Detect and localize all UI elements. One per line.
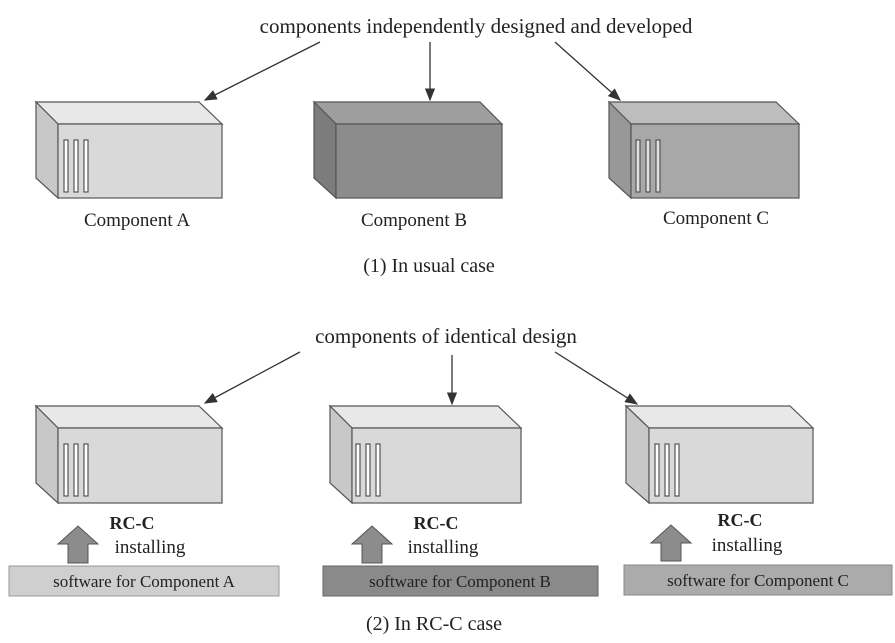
arrow-to-component-c [554,41,621,101]
section2-arrows [203,351,639,406]
software-bar-1: software for Component A [8,565,280,597]
software-label-2: software for Component B [369,572,551,591]
software-bar-3: software for Component C [623,564,893,596]
slot-3 [655,139,661,193]
slot-3 [83,139,89,193]
software-label-3: software for Component C [667,571,849,590]
component-c-label: Component C [663,208,769,229]
rc-label-2: RC-C [414,513,459,533]
arrow-to-component-a [203,41,321,101]
component-b-label: Component B [361,210,467,231]
component-c-box [607,100,801,200]
slot-3 [674,443,680,497]
install-arrows [56,524,693,564]
install-arrow-3 [649,524,693,562]
rc-component-3-box [624,404,815,505]
install-arrow-1 [56,525,100,564]
box-side [57,427,223,504]
section2-caption: (2) In RC-C case [366,613,502,635]
install-arrow-2 [350,525,394,564]
install-label-3: installing [712,535,783,556]
component-b-box [312,100,504,200]
slot-1 [63,443,69,497]
rc-component-2-box [328,404,523,505]
slot-1 [355,443,361,497]
section2-annotation: components of identical design [315,324,577,348]
install-label-2: installing [408,537,479,558]
section1-arrows [203,41,621,102]
box-side [57,123,223,199]
section1-annotation: components independently designed and de… [260,14,693,38]
box-top [312,101,504,125]
rc-label-3: RC-C [718,510,763,530]
box-top [34,101,224,125]
slot-1 [63,139,69,193]
slot-2 [73,443,79,497]
box-side [335,123,503,199]
slot-2 [365,443,371,497]
slot-2 [73,139,79,193]
slot-2 [645,139,651,193]
box-side [648,427,814,504]
section1-caption: (1) In usual case [363,255,495,277]
slot-2 [664,443,670,497]
component-a-label: Component A [84,210,190,231]
slot-1 [635,139,641,193]
slot-1 [654,443,660,497]
install-label-1: installing [115,537,186,558]
slot-3 [375,443,381,497]
rc-component-1-box [34,404,224,505]
arrow-to-component-1 [203,351,301,404]
slot-3 [83,443,89,497]
rc-label-1: RC-C [110,513,155,533]
arrow-to-component-3 [554,351,639,405]
software-bar-2: software for Component B [322,565,599,597]
box-top [607,101,801,125]
box-top [34,405,224,429]
box-top [328,405,523,429]
box-top [624,405,815,429]
component-a-box [34,100,224,200]
software-label-1: software for Component A [53,572,235,591]
